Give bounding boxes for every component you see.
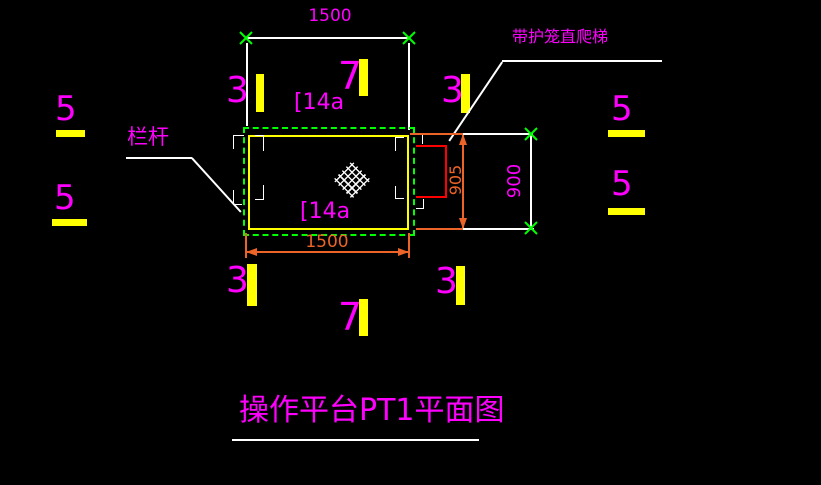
dim-905-ext-bottom [416, 228, 468, 230]
section-3-top-left: 3 [226, 70, 249, 111]
section-bar-bottom-center [359, 299, 368, 336]
channel-bracket-top-left-outer [233, 135, 244, 149]
channel-bracket-bottom-left-inner [255, 185, 264, 200]
section-bar-bottom-right [456, 266, 465, 305]
dim-bottom-ext-left [245, 233, 247, 258]
dim-900-ext-bottom [463, 228, 534, 230]
drawing-title: 操作平台PT1平面图 [239, 393, 505, 428]
dim-905-arrow-bottom [459, 218, 467, 229]
dim-bottom-width-text: 1500 [305, 232, 349, 252]
section-bar-top-center [359, 59, 368, 96]
channel-label-top: [14a [294, 90, 345, 115]
railing-label: 栏杆 [127, 125, 169, 149]
channel-bracket-top-left-inner [255, 135, 264, 151]
section-bar-top-right [461, 74, 470, 113]
dim-905-text: 905 [446, 164, 465, 196]
section-5-left-upper: 5 [55, 89, 77, 129]
channel-bracket-ladder-top [416, 134, 423, 144]
dim-905-ext-top [410, 133, 468, 135]
channel-bracket-bottom-left-outer [233, 190, 242, 205]
dim-bottom-arrow-right [398, 248, 409, 256]
dim-top-line [246, 37, 409, 39]
platform-frame [248, 135, 409, 230]
railing-leader-horizontal [126, 157, 192, 159]
section-5-right-upper: 5 [611, 89, 633, 129]
section-3-bottom-right: 3 [435, 261, 458, 302]
dim-905-arrow-top [459, 134, 467, 145]
section-3-top-right: 3 [441, 70, 464, 111]
section-7-bottom-center: 7 [338, 295, 363, 339]
dim-900-line [530, 134, 532, 229]
section-bar-left-lower [52, 219, 87, 226]
dim-bottom-arrow-left [246, 248, 257, 256]
dim-bottom-line [246, 251, 409, 253]
section-5-left-lower: 5 [54, 178, 76, 218]
section-bar-right-lower [608, 208, 645, 215]
railing-outline [243, 127, 415, 236]
ladder-label: 带护笼直爬梯 [512, 27, 609, 46]
channel-bracket-ladder-bottom [416, 199, 424, 209]
section-bar-left-upper [56, 130, 85, 137]
section-bar-top-left [256, 74, 264, 112]
dim-900-tick-top [523, 126, 539, 142]
dim-top-ext-left [246, 43, 248, 126]
ladder-leader-horizontal [502, 60, 662, 62]
caged-ladder-symbol [416, 145, 447, 198]
section-bar-bottom-left [247, 264, 257, 306]
dim-900-text: 900 [504, 163, 525, 199]
dim-900-ext-top [463, 133, 533, 135]
section-3-bottom-left: 3 [226, 260, 249, 301]
dim-905-line [462, 134, 464, 229]
dim-top-width-text: 1500 [308, 6, 352, 26]
section-7-top-center: 7 [338, 54, 363, 98]
section-bar-right-upper [608, 130, 645, 137]
title-underline [232, 439, 479, 441]
channel-bracket-top-right-inner [395, 137, 404, 151]
dim-top-ext-right [408, 43, 410, 130]
section-5-right-lower: 5 [611, 164, 633, 204]
channel-bracket-bottom-right-inner [395, 186, 404, 199]
dim-bottom-ext-right [408, 233, 410, 258]
dim-900-tick-bottom [523, 220, 539, 236]
channel-label-bottom: [14a [300, 199, 351, 224]
